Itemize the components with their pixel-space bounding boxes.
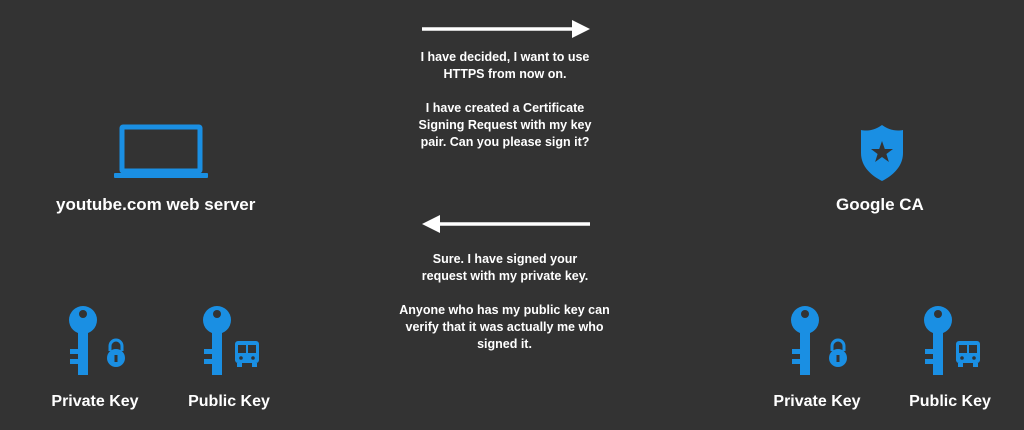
police-badge-icon <box>861 125 903 181</box>
bus-icon <box>956 341 980 367</box>
request-message-paragraph-2: I have created a Certificate Signing Req… <box>418 101 592 149</box>
response-message: Sure. I have signed your request with my… <box>385 251 625 353</box>
right-private-key-label: Private Key <box>773 393 861 410</box>
response-message-paragraph-2: Anyone who has my public key can verify … <box>399 303 610 351</box>
response-message-paragraph-1: Sure. I have signed your request with my… <box>421 252 589 283</box>
key-icon <box>924 306 952 375</box>
google-ca-label: Google CA <box>836 195 924 214</box>
response-arrow <box>422 215 590 233</box>
padlock-icon <box>829 338 847 367</box>
key-icon <box>69 306 97 375</box>
left-public-key-label: Public Key <box>188 393 270 410</box>
key-icon <box>791 306 819 375</box>
web-server-label: youtube.com web server <box>56 195 256 214</box>
request-message: I have decided, I want to use HTTPS from… <box>385 49 625 151</box>
laptop-icon <box>114 124 208 178</box>
request-message-paragraph-1: I have decided, I want to use HTTPS from… <box>420 50 590 81</box>
left-private-key-label: Private Key <box>51 393 139 410</box>
right-public-key-label: Public Key <box>909 393 991 410</box>
key-icon <box>203 306 231 375</box>
padlock-icon <box>107 338 125 367</box>
request-arrow <box>422 20 590 38</box>
bus-icon <box>235 341 259 367</box>
